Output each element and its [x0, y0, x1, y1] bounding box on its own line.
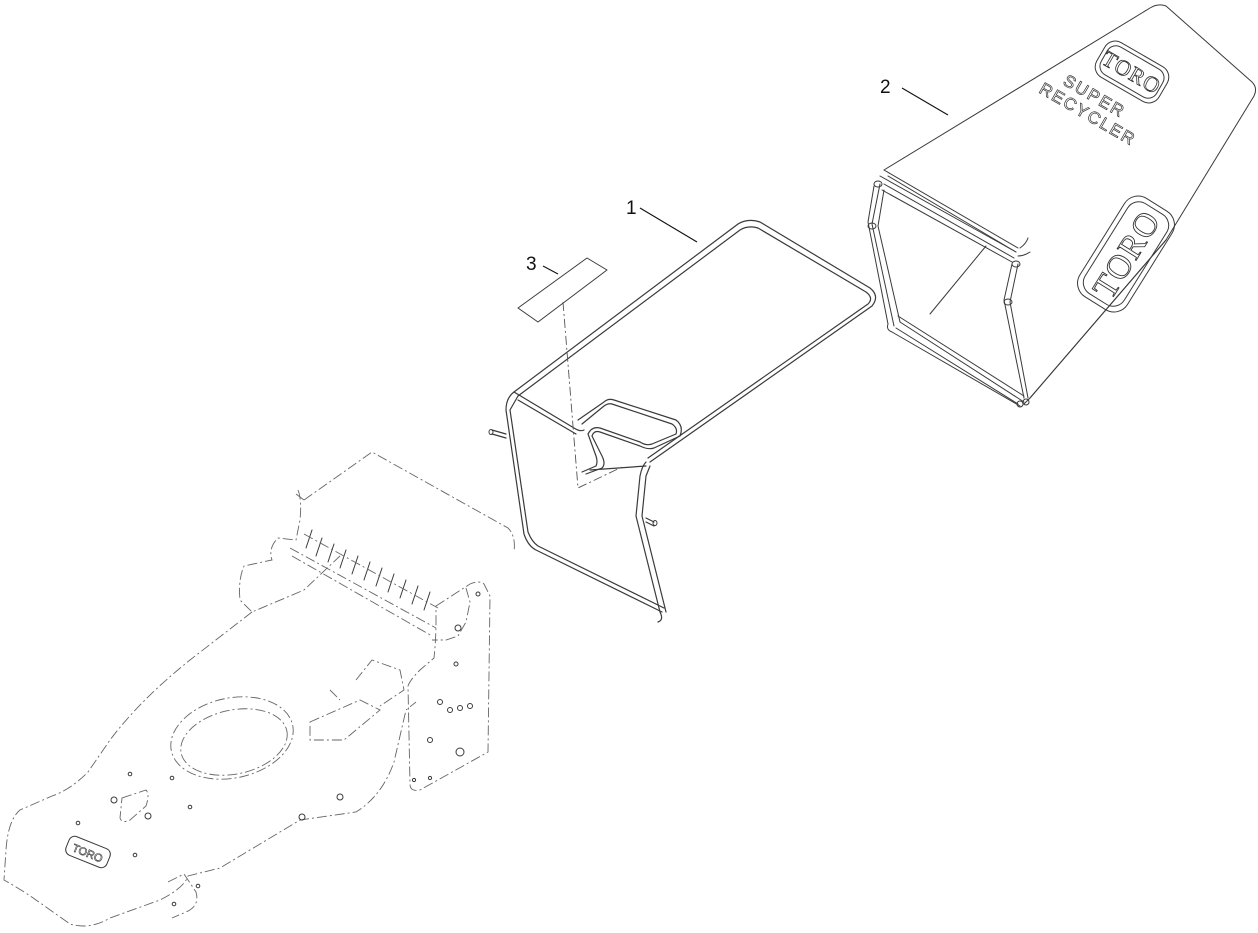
- bag-product-name: SUPER RECYCLER: [1036, 71, 1140, 150]
- grass-bag-frame[interactable]: [488, 219, 877, 623]
- callout-2[interactable]: 2: [880, 77, 949, 116]
- bag-side-logo: TORO: [1077, 195, 1175, 313]
- svg-text:2: 2: [880, 77, 891, 98]
- bag-frame-rim: [867, 175, 1031, 408]
- grass-bag[interactable]: TORO SUPER RECYCLER TORO: [867, 4, 1257, 408]
- decal-placement-line: [562, 301, 625, 489]
- callout-3[interactable]: 3: [526, 254, 559, 275]
- mower-deck-phantom: TORO: [3, 451, 515, 927]
- decal[interactable]: [517, 257, 608, 323]
- callout-1[interactable]: 1: [626, 198, 698, 243]
- deck-logo: TORO: [65, 835, 111, 869]
- svg-text:3: 3: [526, 254, 537, 275]
- svg-text:1: 1: [626, 198, 637, 219]
